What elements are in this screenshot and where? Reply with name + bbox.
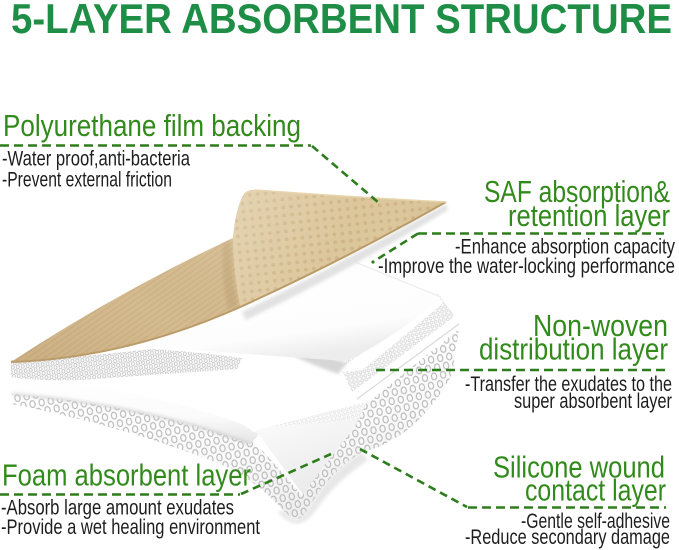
svg-text:contact layer: contact layer (525, 473, 666, 508)
svg-text:-Provide a wet healing environ: -Provide a wet healing environment (1, 516, 260, 539)
svg-text:Polyurethane film backing: Polyurethane film backing (3, 108, 301, 143)
svg-text:-Water proof,anti-bacteria: -Water proof,anti-bacteria (2, 148, 190, 171)
svg-text:-Prevent external friction: -Prevent external friction (2, 169, 172, 192)
svg-text:distribution layer: distribution layer (479, 332, 668, 367)
svg-text:-Gentle self-adhesive: -Gentle self-adhesive (521, 510, 670, 533)
svg-text:Foam absorbent layer: Foam absorbent layer (2, 458, 251, 493)
svg-text:Non-woven: Non-woven (533, 308, 668, 343)
svg-text:-Absorb large amount exudates: -Absorb large amount exudates (1, 497, 234, 520)
svg-text:retention layer: retention layer (508, 198, 670, 233)
svg-text:-Reduce secondary damage: -Reduce secondary damage (465, 526, 670, 549)
svg-text:Silicone wound: Silicone wound (493, 450, 665, 485)
svg-text:super absorbent layer: super absorbent layer (514, 390, 672, 413)
svg-text:SAF absorption&: SAF absorption& (484, 174, 670, 209)
svg-text:5-LAYER ABSORBENT STRUCTURE: 5-LAYER ABSORBENT STRUCTURE (11, 0, 672, 42)
svg-text:-Improve the water-locking per: -Improve the water-locking performance (378, 255, 675, 278)
svg-text:-Enhance absorption capacity: -Enhance absorption capacity (455, 236, 675, 259)
svg-text:-Transfer the exudates to the: -Transfer the exudates to the (465, 373, 672, 396)
